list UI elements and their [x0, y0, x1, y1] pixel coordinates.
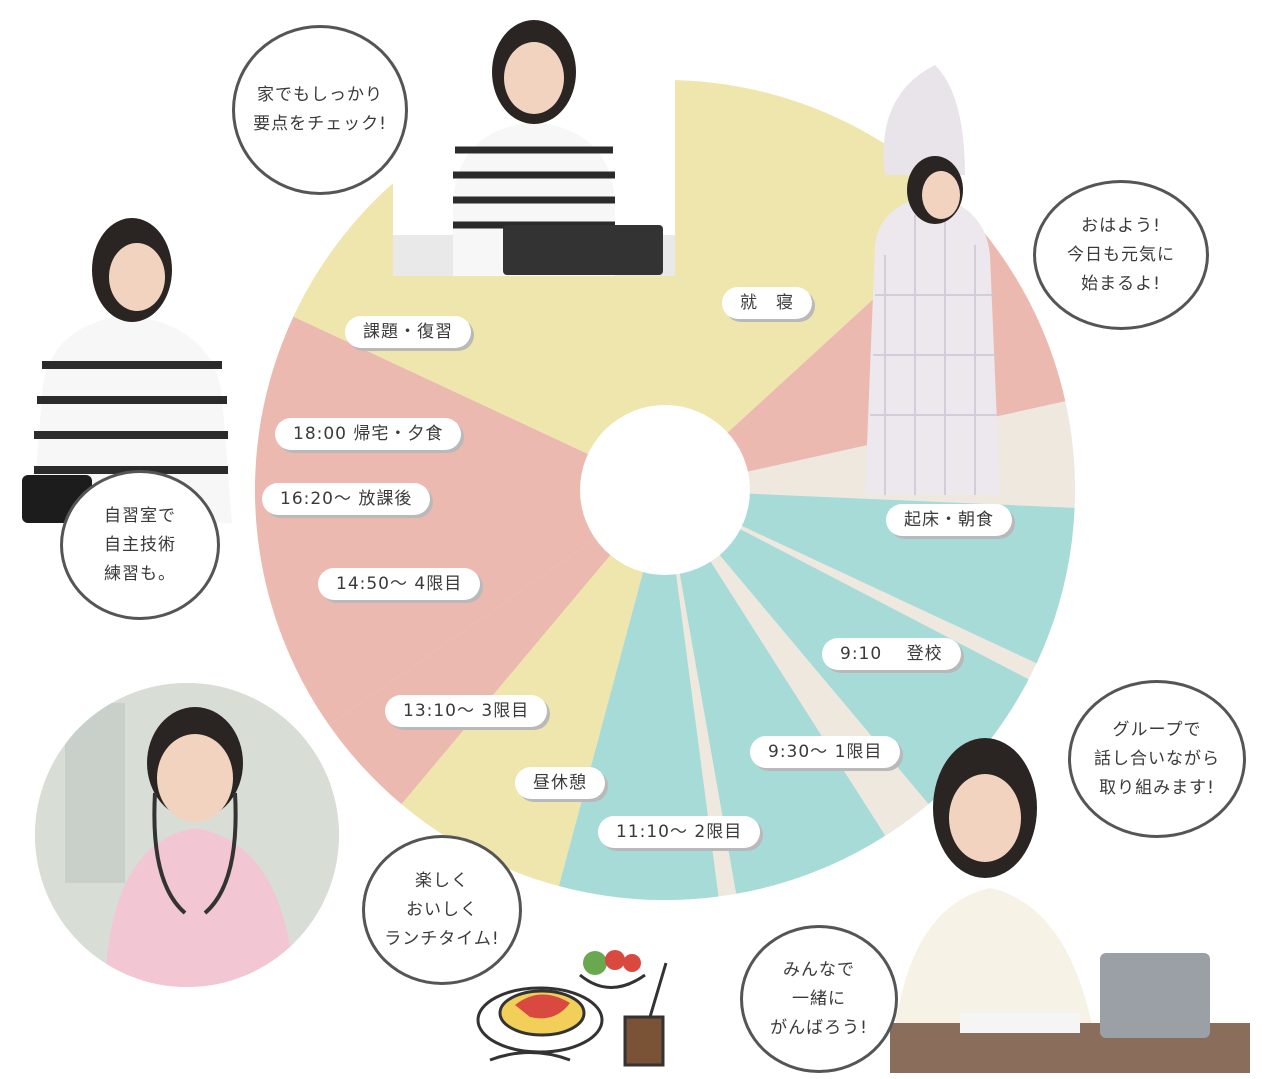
- label-lunch-break: 昼休憩: [515, 767, 605, 799]
- wheel-center-hole: [580, 405, 750, 575]
- label-period-4: 14:50〜 4限目: [318, 568, 481, 600]
- omelette-rice-salad-drink-icon: [476, 950, 668, 1067]
- photo-student-group-work: [870, 738, 1250, 1073]
- photo-student-nursing-practice: [35, 683, 339, 987]
- photo-student-with-bag: [22, 215, 232, 523]
- label-period-2: 11:10〜 2限目: [598, 816, 761, 848]
- bubble-together: みんなで 一緒に がんばろう!: [740, 925, 898, 1073]
- photo-student-studying-at-home: [393, 10, 675, 276]
- bubble-group-work: グループで 話し合いながら 取り組みます!: [1068, 680, 1246, 838]
- label-home-dinner: 18:00 帰宅・夕食: [275, 418, 462, 450]
- wheel-segment-6: [665, 490, 886, 894]
- photo-student-morning-stretch: [845, 55, 1010, 510]
- wheel-segment-8: [401, 490, 665, 887]
- label-homework-review: 課題・復習: [345, 316, 471, 348]
- label-commute: 9:10 登校: [822, 638, 961, 670]
- wheel-segment-7: [558, 490, 719, 900]
- label-after-school: 16:20〜 放課後: [262, 483, 431, 515]
- bubble-lunch: 楽しく おいしく ランチタイム!: [362, 835, 522, 985]
- label-sleep: 就 寝: [722, 287, 812, 319]
- bubble-self-study: 自習室で 自主技術 練習も。: [60, 470, 220, 620]
- label-wake-breakfast: 起床・朝食: [886, 504, 1012, 536]
- bubble-home-study: 家でもしっかり 要点をチェック!: [232, 25, 408, 195]
- label-period-3: 13:10〜 3限目: [385, 695, 548, 727]
- bubble-morning: おはよう! 今日も元気に 始まるよ!: [1033, 180, 1209, 330]
- label-period-1: 9:30〜 1限目: [750, 736, 901, 768]
